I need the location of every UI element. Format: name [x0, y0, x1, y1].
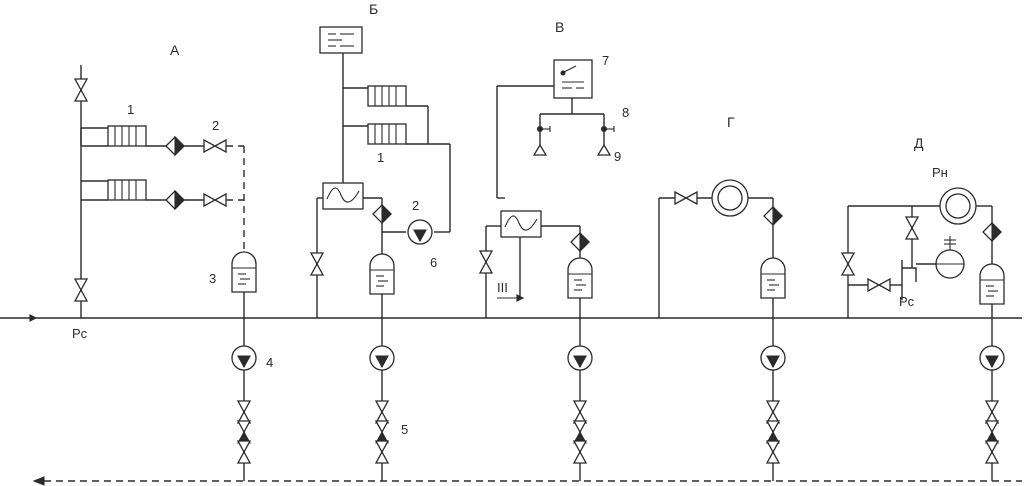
valve-b-return2[interactable] — [375, 440, 389, 464]
label-2-a: 2 — [212, 118, 219, 133]
pump-d — [979, 345, 1005, 371]
valve-a-top[interactable] — [74, 78, 88, 102]
valve-a-bottom[interactable] — [74, 278, 88, 302]
label-3: 3 — [209, 271, 216, 286]
pump-g — [760, 345, 786, 371]
section-d-label: Д — [914, 135, 924, 151]
label-rs-left: Рс — [72, 326, 88, 341]
label-rs-right: Рс — [899, 294, 915, 309]
section-a-label: А — [170, 42, 180, 58]
section-v: В 7 8 9 III — [479, 19, 629, 481]
radiator-a1 — [107, 125, 147, 147]
controller-7 — [553, 59, 593, 99]
valve-d-horizontal[interactable] — [867, 278, 891, 292]
radiator-b1 — [367, 85, 407, 107]
label-1-a: 1 — [127, 102, 134, 117]
check-valve-g — [766, 420, 780, 444]
exchanger-b — [322, 182, 364, 210]
label-1-b: 1 — [377, 150, 384, 165]
valve-v-return2[interactable] — [573, 440, 587, 464]
section-d: Д Рн Рс — [841, 135, 1005, 481]
filter-a2 — [165, 190, 185, 210]
valve-d-side[interactable] — [841, 252, 855, 276]
valve-v-return1[interactable] — [573, 400, 587, 424]
tank-d — [979, 263, 1005, 305]
valve-a1[interactable] — [203, 139, 227, 153]
valve-d-top[interactable] — [905, 216, 919, 240]
label-4: 4 — [266, 355, 273, 370]
filter-v — [570, 232, 590, 252]
radiator-b2 — [367, 123, 407, 145]
pump-b-return — [369, 345, 395, 371]
inlet-arrow-head — [29, 314, 38, 322]
valve-d-return2[interactable] — [985, 440, 999, 464]
check-valve-b — [375, 420, 389, 444]
valve-a-return2[interactable] — [237, 440, 251, 464]
label-6: 6 — [430, 255, 437, 270]
return-arrow-head — [32, 476, 45, 486]
section-g-label: Г — [727, 114, 735, 130]
pump-v — [567, 345, 593, 371]
label-rn: Рн — [932, 165, 948, 180]
section-v-label: В — [555, 19, 564, 35]
valve-g-return1[interactable] — [766, 400, 780, 424]
label-iii: III — [497, 280, 508, 295]
sensor-v1 — [532, 143, 548, 156]
section-a: А 1 2 3 4 Рс — [72, 42, 273, 481]
filter-g — [763, 206, 783, 226]
filter-a1 — [165, 136, 185, 156]
valve-v-side[interactable] — [479, 250, 493, 274]
section-b: Б 1 2 6 5 — [310, 1, 451, 481]
label-7: 7 — [602, 53, 609, 68]
regulator-rs — [901, 260, 917, 300]
exchanger-v — [500, 210, 542, 238]
filter-b — [372, 204, 392, 224]
pump-a — [231, 345, 257, 371]
valve-a2[interactable] — [203, 193, 227, 207]
valve-d-return1[interactable] — [985, 400, 999, 424]
valve-b-return1[interactable] — [375, 400, 389, 424]
radiator-a2 — [107, 179, 147, 201]
label-8: 8 — [622, 105, 629, 120]
section-g: Г — [658, 114, 786, 481]
tank-g — [760, 257, 786, 299]
sensor-v2 — [596, 143, 612, 156]
label-2-b: 2 — [412, 198, 419, 213]
label-9: 9 — [614, 149, 621, 164]
section-b-label: Б — [369, 1, 378, 17]
filter-d — [982, 222, 1002, 242]
check-valve-v — [573, 420, 587, 444]
check-valve-a — [237, 420, 251, 444]
valve-g-return2[interactable] — [766, 440, 780, 464]
valve-b-side[interactable] — [310, 252, 324, 276]
expansion-tank-b — [319, 26, 363, 54]
tank-a — [231, 251, 257, 293]
valve-a-return1[interactable] — [237, 400, 251, 424]
label-5: 5 — [401, 422, 408, 437]
valve-g[interactable] — [674, 191, 698, 205]
check-valve-d — [985, 420, 999, 444]
tank-b — [369, 253, 395, 295]
tank-v — [567, 257, 593, 299]
pump-b — [407, 219, 433, 245]
